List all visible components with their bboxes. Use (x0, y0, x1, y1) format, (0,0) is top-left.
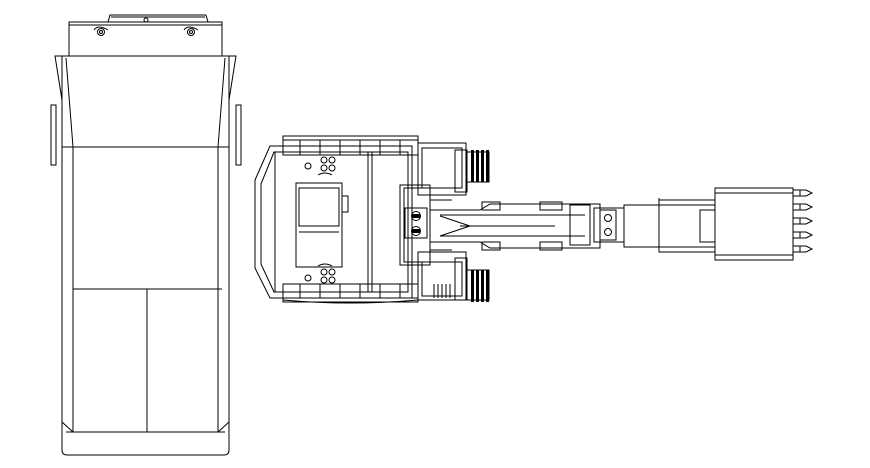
excavator-track-bottom-grip (471, 270, 489, 302)
truck-badge (144, 18, 148, 22)
excavator-top-view (255, 136, 812, 303)
excavator-vent-bottom (305, 264, 335, 283)
excavator-knuckle (594, 208, 624, 242)
excavator-step-grille (434, 284, 450, 298)
excavator-track-bottom (283, 252, 489, 303)
truck-top-view (51, 15, 241, 455)
truck-mirror-left (51, 105, 56, 165)
truck-cab (55, 56, 236, 147)
truck-front-bumper (69, 15, 222, 56)
excavator-bucket (715, 188, 793, 260)
truck-headlight-right (184, 27, 198, 36)
truck-body (62, 147, 229, 455)
truck-mirror-right (236, 105, 241, 165)
excavator-track-top-grip (471, 150, 489, 182)
excavator-arm (624, 198, 715, 252)
excavator-track-top (283, 136, 489, 195)
excavator-turret (400, 185, 452, 265)
excavator-house (255, 146, 412, 298)
truck-headlight-left (94, 27, 108, 36)
excavator-bucket-teeth (793, 190, 812, 252)
excavator-vent-top (305, 157, 335, 175)
excavator-boom (430, 202, 600, 250)
excavator-cab (296, 183, 348, 267)
